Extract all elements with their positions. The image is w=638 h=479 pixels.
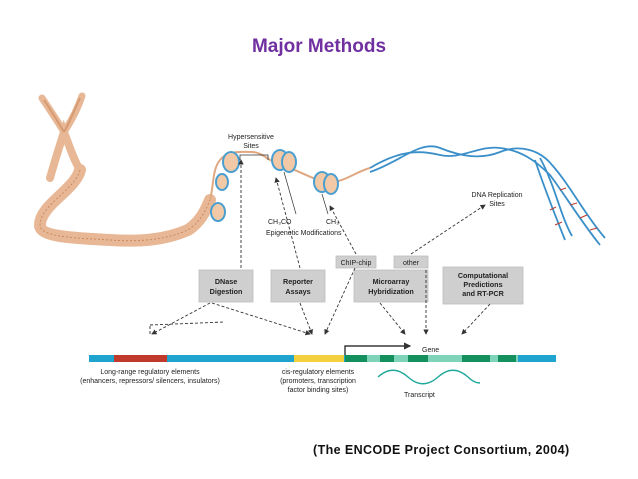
gene-region [345,355,518,362]
cis-label-2: (promoters, transcription [280,378,356,385]
method-box-dnase: DNase Digestion [198,269,254,303]
cis-label-3: factor binding sites) [288,387,349,394]
method-box-reporter-line2: Assays [285,287,310,296]
transcript-label: Transcript [404,392,435,399]
long-range-label-2: (enhancers, repressors/ silencers, insul… [80,378,220,385]
hypersensitive-bracket [239,154,269,160]
slide-title: Major Methods [251,36,387,57]
method-box-dnase-line2: Digestion [210,287,243,296]
method-box-computational-line3: and RT-PCR [462,289,504,298]
chromatin-fiber [33,150,371,247]
transcript-wave [377,369,481,385]
cis-label-1: cis-regulatory elements [282,369,355,376]
method-box-reporter: Reporter Assays [270,269,326,303]
genome-bar [89,355,556,362]
ch3-label: CH₃ [326,219,339,226]
citation-text: (The ENCODE Project Consortium, 2004) [313,443,570,457]
dna-replication-label-2: Sites [489,201,505,208]
method-box-computational-line1: Computational [458,271,508,280]
dna-helix [369,145,606,246]
dna-replication-label-1: DNA Replication [472,192,523,199]
other-label: other [403,260,420,267]
transcription-start-arrow [344,342,412,355]
method-box-microarray-line1: Microarray [373,277,410,286]
method-box-dnase-line1: DNase [215,277,237,286]
chromosome-image [38,92,86,182]
hypersensitive-label-1: Hypersensitive [228,134,274,141]
method-box-computational-line2: Predictions [463,280,502,289]
chip-chip-label: ChIP-chip [341,260,372,267]
method-box-microarray-line2: Hybridization [368,287,414,296]
gene-label: Gene [422,347,439,354]
hypersensitive-label-2: Sites [243,143,259,150]
long-range-label-1: Long-range regulatory elements [100,369,200,376]
nucleosomes [210,149,339,222]
epigenetic-label: Epigenetic Modifications [266,230,342,237]
long-range-element-segment [114,355,167,362]
cis-element-segment [294,355,344,362]
method-box-computational: Computational Predictions and RT-PCR [442,266,524,305]
method-box-reporter-line1: Reporter [283,277,313,286]
other-box [393,255,429,269]
ch3co-label: CH₃CO [268,219,292,226]
dashed-arrows [149,159,491,336]
method-box-microarray: Microarray Hybridization [353,269,429,303]
chip-chip-box [335,255,377,269]
